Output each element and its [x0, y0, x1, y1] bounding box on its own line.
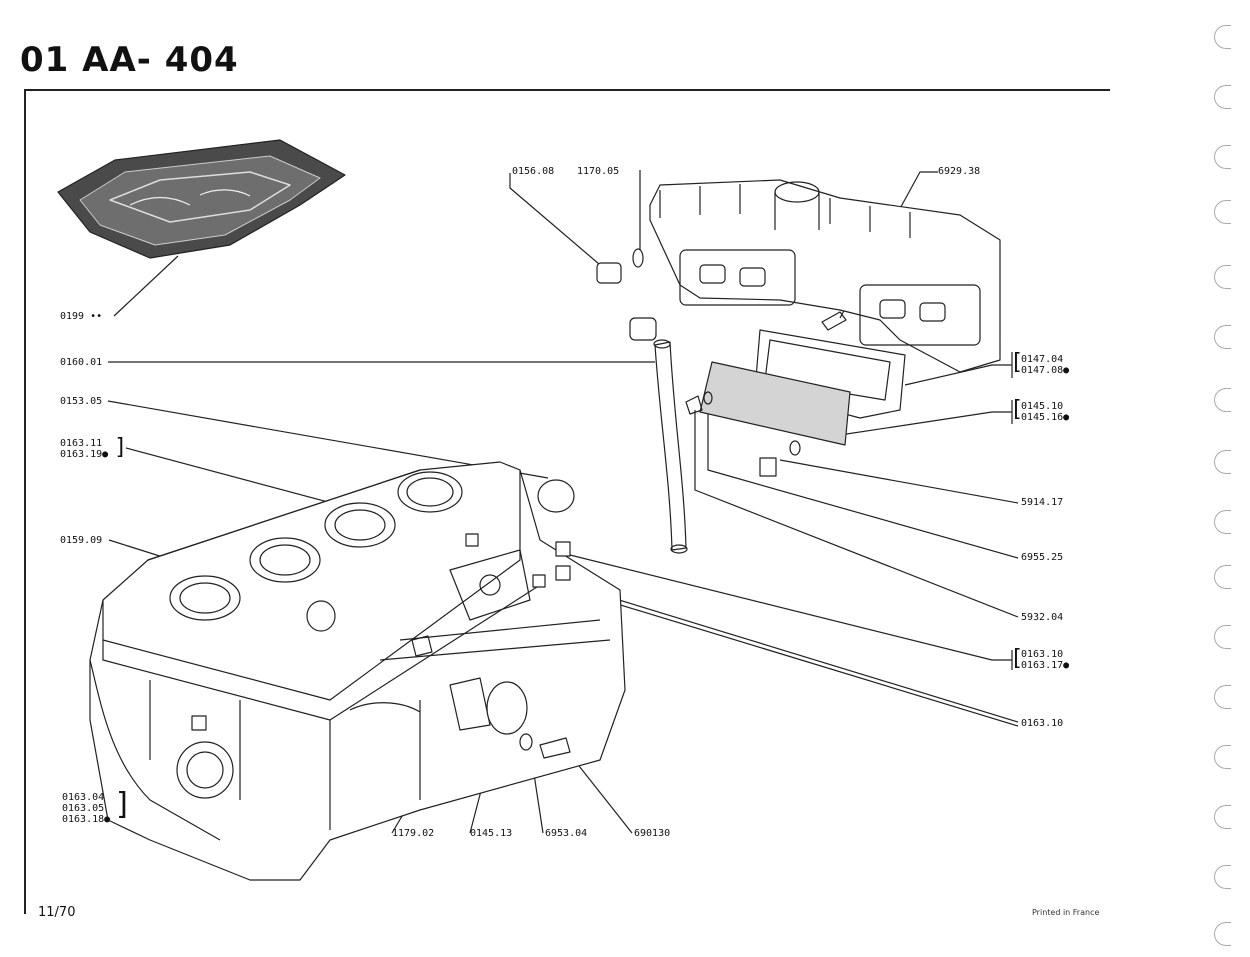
part-label-1179-02: 1179.02 [392, 828, 435, 839]
part-label-5932-04: 5932.04 [1021, 612, 1064, 623]
part-label-690130: 690130 [634, 828, 671, 839]
frame-left-rule [24, 89, 26, 914]
exhaust-manifold-illustration [649, 179, 1001, 373]
bracket-0163-04: ] [114, 787, 133, 822]
part-label-0160-01: 0160.01 [60, 357, 103, 368]
cover-plate-illustration [699, 329, 906, 446]
part-label-1170-05: 1170.05 [577, 166, 620, 177]
part-label-0163-10: 0163.10 [1021, 649, 1064, 660]
part-label-0163-05: 0163.05 [62, 803, 105, 814]
part-label-0145-10: 0145.10 [1021, 401, 1064, 412]
bolts-and-plugs-illustration [191, 248, 847, 759]
bracket-0147-04: [ [1010, 350, 1024, 375]
part-label-0163-04: 0163.04 [62, 792, 105, 803]
bracket-0163-11: ] [114, 435, 128, 460]
part-label-0147-04: 0147.04 [1021, 354, 1064, 365]
part-label-0163-19: 0163.19● [60, 449, 109, 460]
frame-top-rule [24, 89, 1110, 91]
gasket-kit-illustration [57, 139, 346, 259]
part-label-0163-17: 0163.17● [1021, 660, 1070, 671]
part-label-6955-25: 6955.25 [1021, 552, 1064, 563]
part-label-6953-04: 6953.04 [545, 828, 588, 839]
part-label-0145-16: 0145.16● [1021, 412, 1070, 423]
bracket-0163-10: [ [1010, 646, 1024, 671]
hose-illustration [653, 339, 688, 554]
engine-block-illustration [89, 461, 626, 881]
part-label-0153-05: 0153.05 [60, 396, 103, 407]
printed-in-note: Printed in France [1032, 908, 1100, 917]
part-label-0147-08: 0147.08● [1021, 365, 1070, 376]
part-label-6929-38: 6929.38 [938, 166, 981, 177]
part-label-0145-13: 0145.13 [470, 828, 513, 839]
part-label-0199: 0199 •• [60, 311, 103, 322]
issue-date: 11/70 [38, 905, 76, 920]
part-label-0163-11: 0163.11 [60, 438, 103, 449]
part-label-0163-10-lower: 0163.10 [1021, 718, 1064, 729]
part-label-0156-08: 0156.08 [512, 166, 555, 177]
part-label-0163-18: 0163.18● [62, 814, 111, 825]
page-title: 01 AA- 404 [20, 40, 239, 80]
part-label-0159-09: 0159.09 [60, 535, 103, 546]
part-label-5914-17: 5914.17 [1021, 497, 1064, 508]
bracket-0145-10: [ [1010, 397, 1024, 422]
